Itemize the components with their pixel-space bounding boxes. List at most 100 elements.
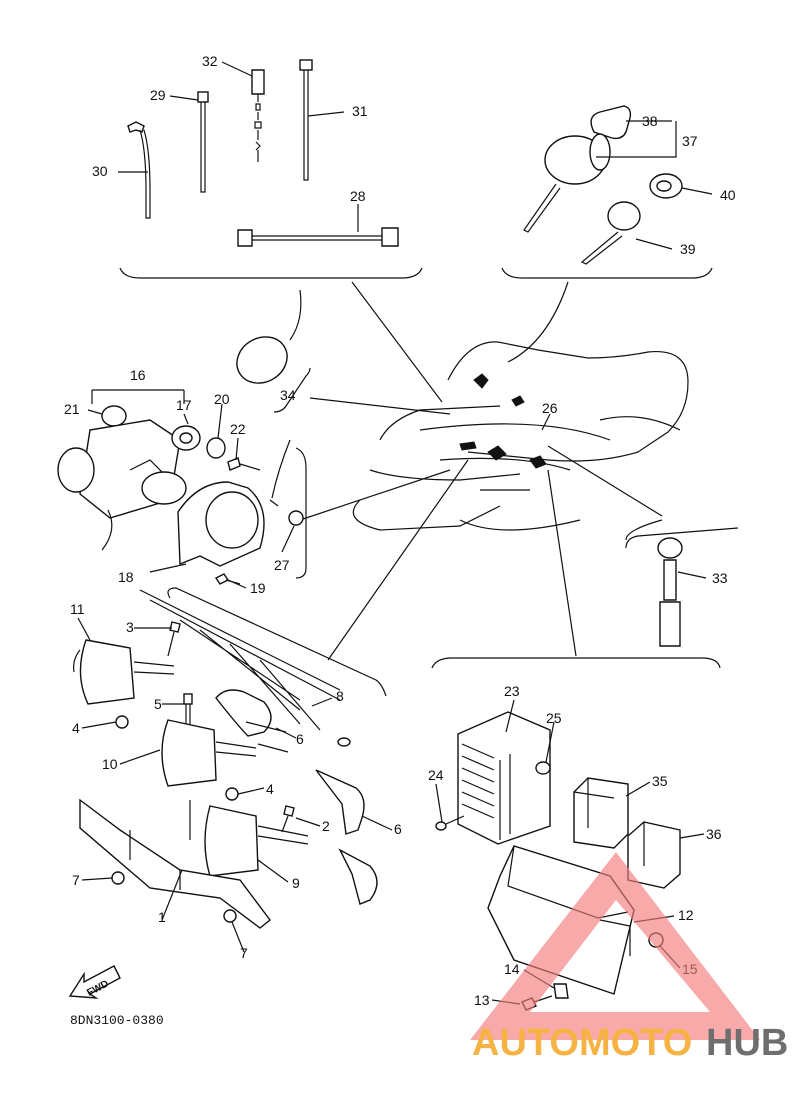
label-36: 36: [706, 826, 722, 842]
leader-37: [507, 281, 569, 363]
part-3-bolt: [167, 621, 181, 657]
label-38: 38: [642, 113, 658, 129]
leader-34: [309, 397, 451, 415]
part-23-rectifier: [457, 711, 551, 845]
part-33-sensor: [625, 527, 739, 647]
watermark-logo: AUTOMOTO HUB: [470, 852, 788, 1064]
label-26: 26: [542, 400, 558, 416]
part-6-plug-cap-upper: [215, 689, 287, 737]
label-12: 12: [678, 907, 694, 923]
part-6-plug-cap-lower: [315, 769, 378, 905]
part-2-bolt: [281, 805, 295, 833]
label-21: 21: [64, 401, 80, 417]
label-19: 19: [250, 580, 266, 596]
part-1-bracket: [79, 798, 271, 929]
part-7-nut: [111, 871, 237, 923]
part-35-relay: [573, 777, 629, 849]
watermark-triangle-icon: [470, 852, 760, 1040]
label-13: 13: [474, 992, 490, 1008]
part-18-coil: [177, 481, 265, 567]
bracket-33: [625, 519, 663, 541]
label-23: 23: [504, 683, 520, 699]
part-17-spacer: [171, 425, 201, 451]
part-8-wire-harness: [139, 589, 351, 747]
label-14: 14: [504, 961, 520, 977]
part-9-ignition-coil: [189, 800, 309, 877]
label-22: 22: [230, 421, 246, 437]
part-16-assembly: [57, 389, 187, 551]
part-22-bolt: [227, 457, 261, 471]
part-32-clip: [251, 69, 265, 162]
label-17: 17: [176, 397, 192, 413]
label-10: 10: [102, 756, 118, 772]
part-10-ignition-coil: [161, 719, 289, 787]
bracket-27: [295, 447, 307, 579]
leader-ignition: [327, 459, 469, 661]
part-38-key: [590, 105, 632, 140]
label-30: 30: [92, 163, 108, 179]
label-3: 3: [126, 619, 134, 635]
part-19-bolt: [214, 573, 241, 585]
part-28-band: [237, 227, 399, 247]
bracket-34: [273, 367, 311, 413]
label-7a: 7: [72, 872, 80, 888]
label-31: 31: [352, 103, 368, 119]
label-9: 9: [292, 875, 300, 891]
label-16: 16: [130, 367, 146, 383]
part-29-tie: [197, 91, 209, 193]
part-31-tie: [299, 59, 313, 181]
part-27-screw: [269, 439, 304, 526]
bracket-ignition: [167, 587, 387, 697]
part-30-clamp: [127, 121, 151, 219]
label-28: 28: [350, 188, 366, 204]
label-33: 33: [712, 570, 728, 586]
label-35: 35: [652, 773, 668, 789]
label-27: 27: [274, 557, 290, 573]
part-11-ignition-coil: [73, 639, 175, 705]
watermark-word-1: AUTOMOTO: [472, 1022, 692, 1064]
label-6a: 6: [296, 731, 304, 747]
label-34: 34: [280, 387, 296, 403]
label-20: 20: [214, 391, 230, 407]
part-labels: 1 2 3 4 4 5 6 6 7 7 8 9 10 11 12 13 14 1…: [64, 53, 736, 1008]
label-5: 5: [154, 696, 162, 712]
part-34-condenser: [236, 289, 302, 384]
part-39-switch-cover: [580, 201, 641, 265]
bracket-top-right: [501, 267, 713, 279]
vehicle-frame-sketch: [352, 341, 689, 531]
label-37: 37: [682, 133, 698, 149]
label-24: 24: [428, 767, 444, 783]
part-20-washer: [206, 437, 226, 459]
label-18: 18: [118, 569, 134, 585]
label-1: 1: [158, 909, 166, 925]
watermark-word-2: HUB: [706, 1022, 788, 1064]
leader-33: [547, 445, 663, 517]
label-32: 32: [202, 53, 218, 69]
label-8: 8: [336, 688, 344, 704]
leader-28: [351, 281, 443, 403]
bracket-top-left: [119, 267, 423, 279]
label-29: 29: [150, 87, 166, 103]
part-4-collar: [115, 715, 239, 801]
part-24-bolt: [435, 815, 465, 831]
label-7b: 7: [240, 945, 248, 961]
drawing-code: 8DN3100-0380: [70, 1013, 164, 1028]
leader-23: [547, 469, 577, 657]
label-2: 2: [322, 818, 330, 834]
fwd-arrow-icon: FWD: [68, 965, 121, 999]
label-4b: 4: [266, 781, 274, 797]
part-25-nut: [535, 761, 551, 775]
label-40: 40: [720, 187, 736, 203]
label-39: 39: [680, 241, 696, 257]
label-6b: 6: [394, 821, 402, 837]
bracket-right-lower: [431, 657, 721, 669]
label-11: 11: [70, 601, 85, 617]
part-37-main-switch: [523, 133, 611, 233]
part-14-collar: [553, 983, 569, 999]
label-4a: 4: [72, 720, 80, 736]
leader-27: [299, 469, 451, 521]
part-40-nut: [649, 173, 683, 199]
label-25: 25: [546, 710, 562, 726]
